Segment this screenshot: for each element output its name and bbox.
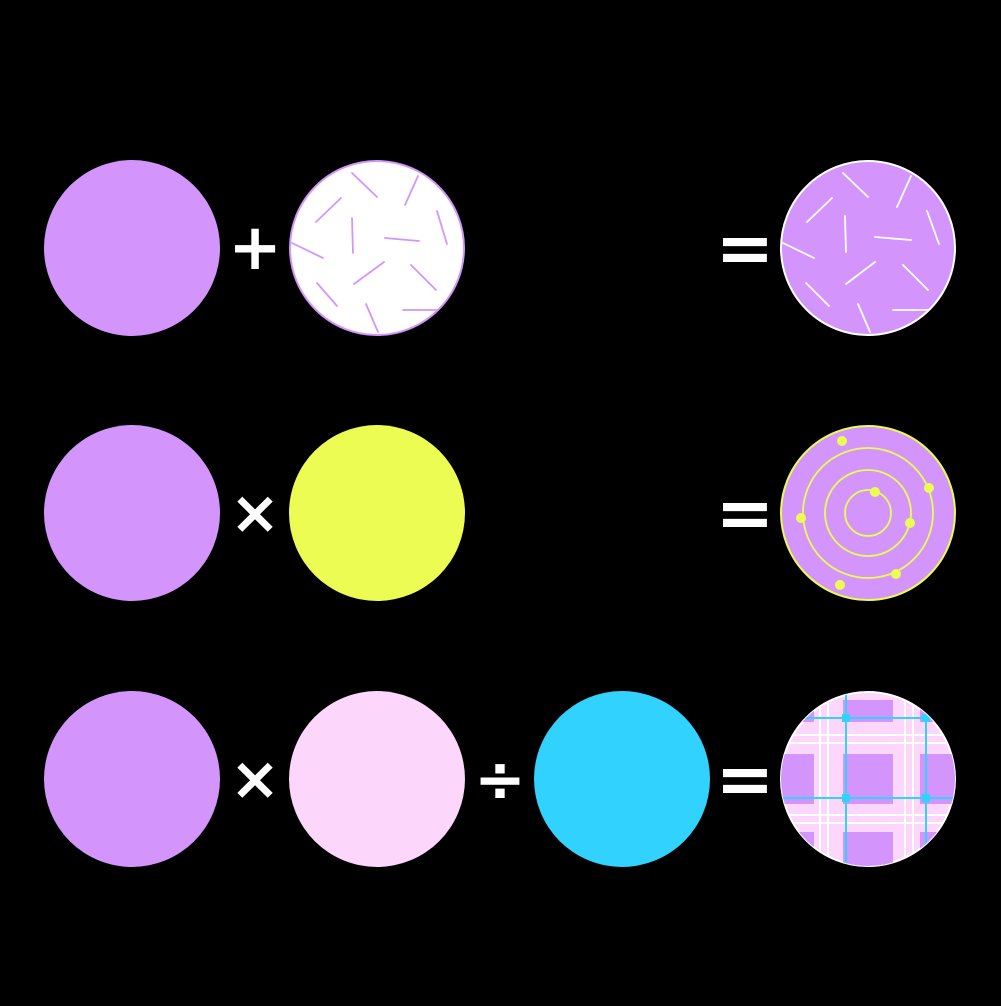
orbit-rings [802,447,934,579]
yellow-circle [289,425,465,601]
pink-circle [289,691,465,867]
equals-operator: = [716,207,775,289]
orbit-dots [796,436,934,590]
multiply-operator: × [230,744,280,814]
plus-operator: + [228,211,282,285]
equals-operator: = [716,738,775,820]
white-line-texture [782,172,940,333]
lavender-circle [44,160,220,336]
result-circle-lavender-white-lines [780,160,956,336]
equals-operator: = [716,472,775,554]
plaid-texture [781,692,955,866]
equation-row-multiply-divide: × ÷ = [44,691,956,867]
lavender-circle [44,691,220,867]
lavender-line-texture [291,172,448,333]
white-lined-circle [289,160,465,336]
result-circle-plaid [780,691,956,867]
equation-row-addition: + = [44,160,956,336]
lavender-circle [44,425,220,601]
cyan-circle [534,691,710,867]
result-circle-lavender-yellow-orbits [780,425,956,601]
divide-operator: ÷ [474,743,526,816]
multiply-operator: × [230,478,280,548]
equation-row-multiplication: × = [44,425,956,601]
